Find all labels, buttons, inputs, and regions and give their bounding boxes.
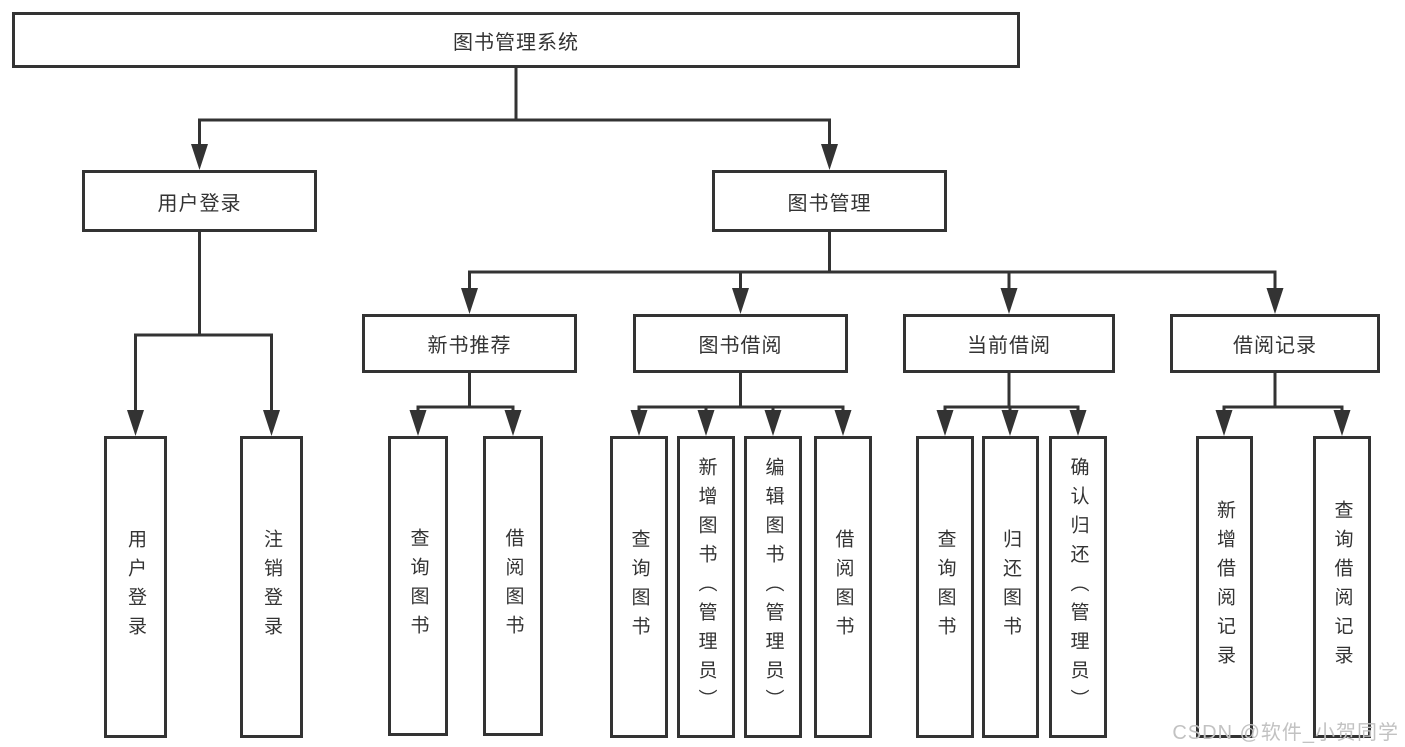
node-label: 用户登录 xyxy=(125,529,146,645)
leaf-user-login: 用户登录 xyxy=(104,436,167,738)
node-user-login: 用户登录 xyxy=(82,170,317,232)
leaf-query-books-current: 查询图书 xyxy=(916,436,974,738)
node-label: 用户登录 xyxy=(157,192,242,215)
node-borrowing-records: 借阅记录 xyxy=(1170,314,1380,373)
node-label: 图书管理 xyxy=(787,192,872,215)
leaf-query-borrow-record: 查询借阅记录 xyxy=(1313,436,1371,738)
node-label: 图书借阅 xyxy=(698,335,783,357)
node-current-borrowing: 当前借阅 xyxy=(903,314,1115,373)
node-label: 当前借阅 xyxy=(967,335,1051,357)
leaf-return-books: 归还图书 xyxy=(982,436,1039,738)
csdn-watermark: CSDN @软件_小贺同学 xyxy=(1172,722,1399,744)
node-label: 查询借阅记录 xyxy=(1331,500,1353,674)
node-label: 查询图书 xyxy=(407,528,429,644)
leaf-borrow-books-recommend: 借阅图书 xyxy=(483,436,543,736)
node-label: 新书推荐 xyxy=(427,335,512,357)
leaf-logout: 注销登录 xyxy=(240,436,303,738)
leaf-borrow-books: 借阅图书 xyxy=(814,436,872,738)
node-label: 借阅图书 xyxy=(502,528,524,644)
leaf-confirm-return-admin: 确认归还（管理员） xyxy=(1049,436,1107,738)
node-label: 查询图书 xyxy=(934,529,956,645)
node-label: 查询图书 xyxy=(628,529,650,645)
node-label: 借阅记录 xyxy=(1233,335,1317,357)
node-label: 借阅图书 xyxy=(832,529,854,645)
node-label: 新增图书（管理员） xyxy=(695,456,717,718)
node-book-management: 图书管理 xyxy=(712,170,947,232)
node-new-book-recommendation: 新书推荐 xyxy=(362,314,577,373)
leaf-query-books-recommend: 查询图书 xyxy=(388,436,448,736)
node-label: 图书管理系统 xyxy=(453,31,579,54)
node-book-borrowing: 图书借阅 xyxy=(633,314,848,373)
node-label: 编辑图书（管理员） xyxy=(762,456,784,718)
node-label: 新增借阅记录 xyxy=(1214,500,1235,674)
leaf-query-books-borrow: 查询图书 xyxy=(610,436,668,738)
leaf-add-borrow-record: 新增借阅记录 xyxy=(1196,436,1253,738)
node-label: 注销登录 xyxy=(261,529,282,645)
leaf-add-books-admin: 新增图书（管理员） xyxy=(677,436,735,738)
node-library-management-system: 图书管理系统 xyxy=(12,12,1020,68)
arrowhead-down-icons xyxy=(127,144,1351,436)
node-label: 归还图书 xyxy=(1000,529,1021,645)
node-label: 确认归还（管理员） xyxy=(1067,456,1089,718)
leaf-edit-books-admin: 编辑图书（管理员） xyxy=(744,436,802,738)
connector-lines xyxy=(134,68,1344,412)
